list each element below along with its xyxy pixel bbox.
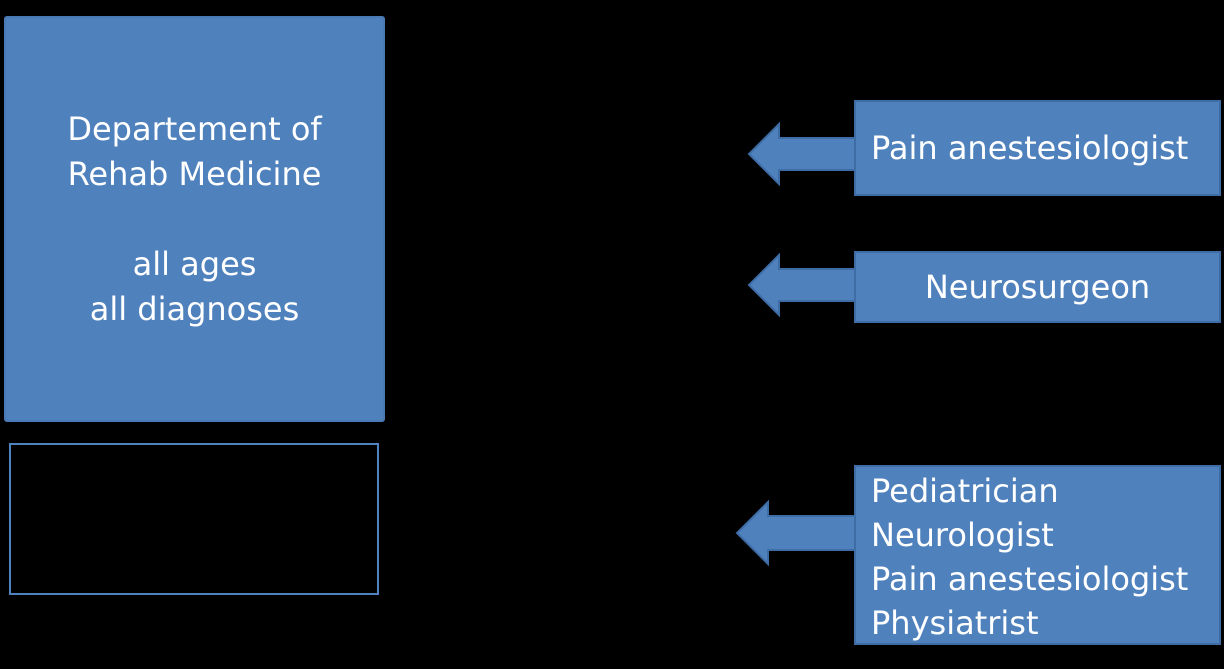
rehab-medicine-box: Departement of Rehab Medicine all ages a… <box>4 16 385 422</box>
neurosurgeon-box: Neurosurgeon <box>854 251 1221 323</box>
rehab-scope-line-2: all diagnoses <box>89 289 300 328</box>
specialists-box: Pediatrician Neurologist Pain anestesiol… <box>854 465 1221 645</box>
specialist-pain-anestesiologist: Pain anestesiologist <box>871 560 1189 598</box>
rehab-title-line-2: Rehab Medicine <box>67 154 322 193</box>
pain-anestesiologist-label: Pain anestesiologist <box>871 129 1189 167</box>
arrow-left-icon <box>747 122 857 186</box>
specialist-neurologist: Neurologist <box>871 516 1054 554</box>
neurosurgeon-label: Neurosurgeon <box>924 268 1151 306</box>
rehab-title-line-1: Departement of <box>67 109 322 148</box>
specialist-physiatrist: Physiatrist <box>871 604 1039 642</box>
specialist-pediatrician: Pediatrician <box>871 472 1059 510</box>
empty-outline-box <box>9 443 379 595</box>
arrow-left-icon <box>735 500 857 566</box>
pain-anestesiologist-box: Pain anestesiologist <box>854 100 1221 196</box>
rehab-scope-line-1: all ages <box>132 244 257 283</box>
arrow-left-icon <box>747 253 857 317</box>
